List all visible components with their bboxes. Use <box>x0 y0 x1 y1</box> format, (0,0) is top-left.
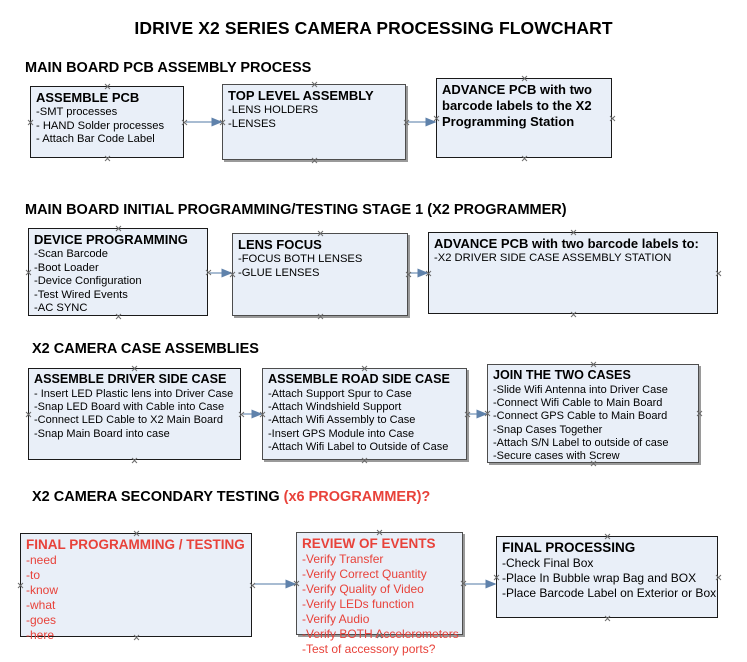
node-item: -Check Final Box <box>502 556 594 570</box>
node-item: -Verify LEDs function <box>302 597 415 611</box>
node-item: -Secure cases with Screw <box>493 450 620 463</box>
section-heading-text: X2 CAMERA SECONDARY TESTING <box>32 489 284 505</box>
node-title: FINAL PROCESSING <box>502 540 636 555</box>
node-item: -to <box>26 568 41 582</box>
section-heading-assembly: MAIN BOARD PCB ASSEMBLY PROCESS <box>25 60 312 76</box>
node-item: -AC SYNC <box>34 302 88 315</box>
node-item: -Attach Windshield Support <box>268 401 402 414</box>
node-item: -Snap LED Board with Cable into Case <box>34 401 225 414</box>
node-item: -know <box>26 583 59 597</box>
node-item: -Attach Wifi Label to Outside of Case <box>268 440 449 453</box>
node-title: ASSEMBLE PCB <box>36 90 140 105</box>
node-advance-pcb-station[interactable]: ADVANCE PCB with two barcode labels to t… <box>436 78 612 158</box>
node-join-the-two-cases[interactable]: JOIN THE TWO CASES -Slide Wifi Antenna i… <box>487 364 699 463</box>
node-title: DEVICE PROGRAMMING <box>34 232 188 247</box>
node-item: -Snap Cases Together <box>493 423 603 436</box>
node-item: - Insert LED Plastic lens into Driver Ca… <box>34 388 234 400</box>
node-item: -Attach S/N Label to outside of case <box>493 436 669 449</box>
node-item: -here <box>26 628 55 642</box>
section-heading-programming: MAIN BOARD INITIAL PROGRAMMING/TESTING S… <box>25 202 567 218</box>
node-title: TOP LEVEL ASSEMBLY <box>228 88 374 103</box>
section-heading-accent: (x6 PROGRAMMER)? <box>283 489 431 505</box>
node-item: -Verify Transfer <box>302 552 384 566</box>
node-review-of-events[interactable]: REVIEW OF EVENTS -Verify Transfer -Verif… <box>296 532 463 656</box>
node-item: -FOCUS BOTH LENSES <box>238 253 363 265</box>
node-title: FINAL PROGRAMMING / TESTING <box>26 537 245 552</box>
node-lens-focus[interactable]: LENS FOCUS -FOCUS BOTH LENSES -GLUE LENS… <box>232 233 408 316</box>
node-title: LENS FOCUS <box>238 237 322 252</box>
node-title: ASSEMBLE DRIVER SIDE CASE <box>34 372 227 386</box>
node-title: REVIEW OF EVENTS <box>302 536 436 551</box>
section-heading-case: X2 CAMERA CASE ASSEMBLIES <box>32 341 259 357</box>
node-item: -goes <box>26 613 57 627</box>
node-item: -Connect LED Cable to X2 Main Board <box>34 414 223 427</box>
node-item: -what <box>26 598 56 612</box>
node-title: ADVANCE PCB with two barcode labels to t… <box>442 82 592 129</box>
node-item: -Insert GPS Module into Case <box>268 427 415 440</box>
node-item: -Attach Support Spur to Case <box>268 388 412 400</box>
node-item: -Verify Audio <box>302 612 370 626</box>
node-assemble-pcb[interactable]: ASSEMBLE PCB -SMT processes - HAND Solde… <box>30 86 184 158</box>
node-item: -SMT processes <box>36 106 118 118</box>
node-item: -Place Barcode Label on Exterior or Box <box>502 586 717 600</box>
node-item: -LENSES <box>228 117 276 130</box>
node-final-processing[interactable]: FINAL PROCESSING -Check Final Box -Place… <box>496 536 718 618</box>
node-item: -Place In Bubble wrap Bag and BOX <box>502 571 697 585</box>
node-item: - HAND Solder processes <box>36 119 165 132</box>
node-assemble-driver-side-case[interactable]: ASSEMBLE DRIVER SIDE CASE - Insert LED P… <box>28 368 241 460</box>
page-title: IDRIVE X2 SERIES CAMERA PROCESSING FLOWC… <box>134 18 613 38</box>
node-item: -X2 DRIVER SIDE CASE ASSEMBLY STATION <box>434 252 672 264</box>
node-assemble-road-side-case[interactable]: ASSEMBLE ROAD SIDE CASE -Attach Support … <box>262 368 467 460</box>
node-title: ADVANCE PCB with two barcode labels to: <box>434 236 699 251</box>
node-title: JOIN THE TWO CASES <box>493 368 631 382</box>
node-item: -Verify Correct Quantity <box>302 567 427 581</box>
node-item: -Boot Loader <box>34 261 99 274</box>
node-item: -Test of accessory ports? <box>302 642 436 656</box>
node-item: -Device Configuration <box>34 275 142 288</box>
node-title: ASSEMBLE ROAD SIDE CASE <box>268 372 450 386</box>
node-item: -Snap Main Board into case <box>34 427 170 440</box>
node-item: -LENS HOLDERS <box>228 104 319 116</box>
node-item: -Verify BOTH Accelerometers <box>302 627 459 641</box>
node-final-programming-testing[interactable]: FINAL PROGRAMMING / TESTING -need -to -k… <box>20 533 252 642</box>
node-item: -Verify Quality of Video <box>302 582 424 596</box>
node-item: -need <box>26 553 57 567</box>
node-item: -Scan Barcode <box>34 248 109 260</box>
node-top-level-assembly[interactable]: TOP LEVEL ASSEMBLY -LENS HOLDERS -LENSES <box>222 84 406 160</box>
node-item: -Connect Wifi Cable to Main Board <box>493 397 663 410</box>
node-item: -Test Wired Events <box>34 288 128 301</box>
node-item: -GLUE LENSES <box>238 266 320 279</box>
node-device-programming[interactable]: DEVICE PROGRAMMING -Scan Barcode -Boot L… <box>28 228 208 316</box>
node-item: - Attach Bar Code Label <box>36 133 155 146</box>
node-item: -Attach Wifi Assembly to Case <box>268 414 416 427</box>
node-item: -Slide Wifi Antenna into Driver Case <box>493 384 668 396</box>
section-heading-secondary: X2 CAMERA SECONDARY TESTING (x6 PROGRAMM… <box>32 489 430 505</box>
node-item: -Connect GPS Cable to Main Board <box>493 410 668 423</box>
node-advance-pcb-driver[interactable]: ADVANCE PCB with two barcode labels to: … <box>428 232 718 314</box>
